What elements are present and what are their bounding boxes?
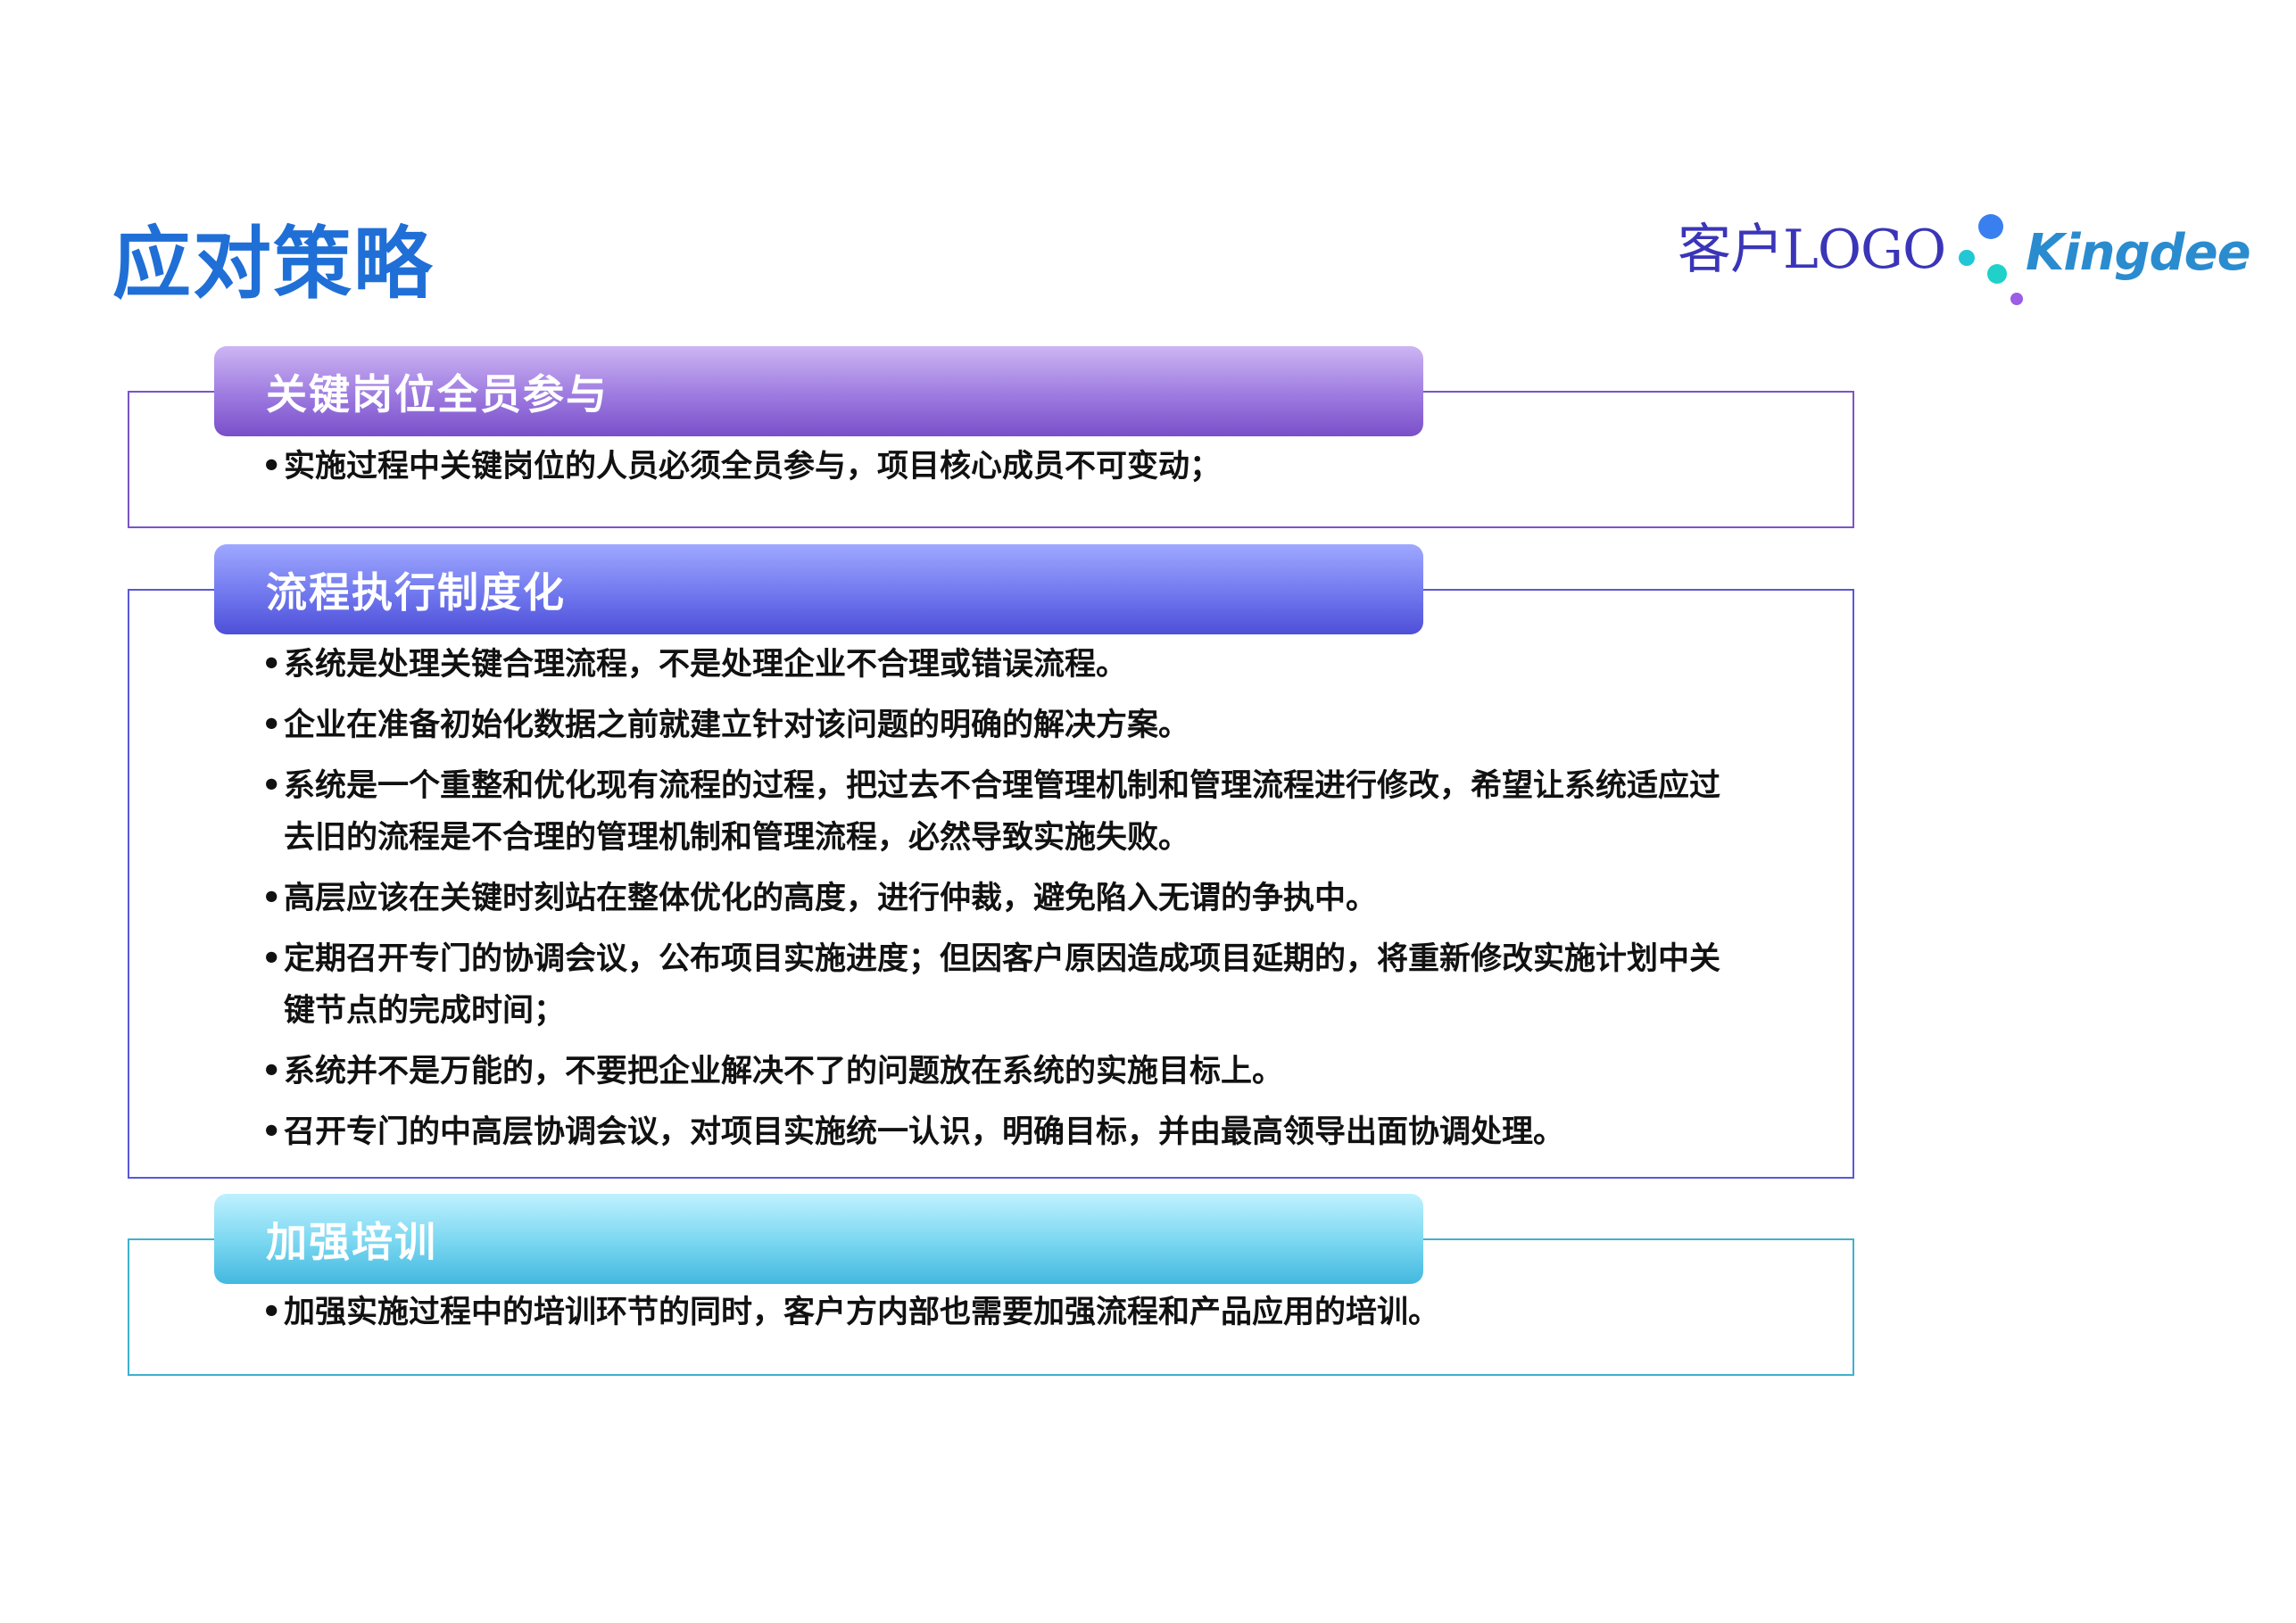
- section-heading-process: 流程执行制度化: [214, 544, 1423, 634]
- section-items-process: • 系统是处理关键合理流程，不是处理企业不合理或错误流程。 • 企业在准备初始化…: [261, 639, 1747, 1158]
- bullet-icon: •: [261, 881, 282, 916]
- list-item-text: 高层应该在关键时刻站在整体优化的高度，进行仲裁，避免陷入无谓的争执中。: [284, 881, 1378, 916]
- bullet-icon: •: [261, 1114, 282, 1150]
- list-item: • 系统是处理关键合理流程，不是处理企业不合理或错误流程。: [261, 639, 1747, 691]
- list-item: • 企业在准备初始化数据之前就建立针对该问题的明确的解决方案。: [261, 700, 1747, 751]
- logo-dot-blue: [1978, 214, 2003, 239]
- section-items-training: • 加强实施过程中的培训环节的同时，客户方内部也需要加强流程和产品应用的培训。: [261, 1287, 1747, 1338]
- page-title: 应对策略: [112, 218, 435, 310]
- list-item: • 加强实施过程中的培训环节的同时，客户方内部也需要加强流程和产品应用的培训。: [261, 1287, 1747, 1338]
- section-items-key-roles: • 实施过程中关键岗位的人员必须全员参与，项目核心成员不可变动；: [261, 441, 1747, 493]
- list-item-text: 系统是一个重整和优化现有流程的过程，把过去不合理管理机制和管理流程进行修改，希望…: [284, 768, 1721, 856]
- list-item-text: 系统并不是万能的，不要把企业解决不了的问题放在系统的实施目标上。: [284, 1054, 1284, 1089]
- bullet-icon: •: [261, 708, 282, 743]
- list-item-text: 定期召开专门的协调会议，公布项目实施进度；但因客户原因造成项目延期的，将重新修改…: [284, 941, 1721, 1029]
- section-box-process: [128, 589, 1854, 1179]
- section-heading-label: 流程执行制度化: [266, 567, 566, 617]
- list-item: • 召开专门的中高层协调会议，对项目实施统一认识，明确目标，并由最高领导出面协调…: [261, 1106, 1747, 1158]
- bullet-icon: •: [261, 1054, 282, 1089]
- section-heading-key-roles: 关键岗位全员参与: [214, 346, 1423, 436]
- bullet-icon: •: [261, 941, 282, 977]
- bullet-icon: •: [261, 449, 282, 484]
- list-item-text: 企业在准备初始化数据之前就建立针对该问题的明确的解决方案。: [284, 708, 1190, 743]
- list-item-text: 系统是处理关键合理流程，不是处理企业不合理或错误流程。: [284, 647, 1128, 683]
- list-item-text: 召开专门的中高层协调会议，对项目实施统一认识，明确目标，并由最高领导出面协调处理…: [284, 1114, 1565, 1150]
- bullet-icon: •: [261, 1295, 282, 1330]
- bullet-icon: •: [261, 647, 282, 683]
- logo-dot-cyan-left: [1959, 250, 1975, 266]
- list-item: • 系统是一个重整和优化现有流程的过程，把过去不合理管理机制和管理流程进行修改，…: [261, 760, 1747, 864]
- client-logo: 客户LOGO: [1678, 219, 1946, 281]
- list-item: • 高层应该在关键时刻站在整体优化的高度，进行仲裁，避免陷入无谓的争执中。: [261, 873, 1747, 924]
- bullet-icon: •: [261, 768, 282, 804]
- list-item: • 定期召开专门的协调会议，公布项目实施进度；但因客户原因造成项目延期的，将重新…: [261, 933, 1747, 1037]
- list-item: • 实施过程中关键岗位的人员必须全员参与，项目核心成员不可变动；: [261, 441, 1747, 493]
- section-heading-training: 加强培训: [214, 1194, 1423, 1284]
- kingdee-wordmark: Kingdee: [2026, 224, 2251, 282]
- kingdee-logo: Kingdee: [1950, 203, 2251, 311]
- list-item-text: 实施过程中关键岗位的人员必须全员参与，项目核心成员不可变动；: [284, 449, 1222, 484]
- section-heading-label: 关键岗位全员参与: [266, 369, 609, 418]
- section-heading-label: 加强培训: [266, 1217, 437, 1266]
- logo-dot-cyan-right: [1987, 264, 2007, 284]
- list-item-text: 加强实施过程中的培训环节的同时，客户方内部也需要加强流程和产品应用的培训。: [284, 1295, 1440, 1330]
- logo-dot-purple: [2010, 293, 2023, 305]
- list-item: • 系统并不是万能的，不要把企业解决不了的问题放在系统的实施目标上。: [261, 1046, 1747, 1097]
